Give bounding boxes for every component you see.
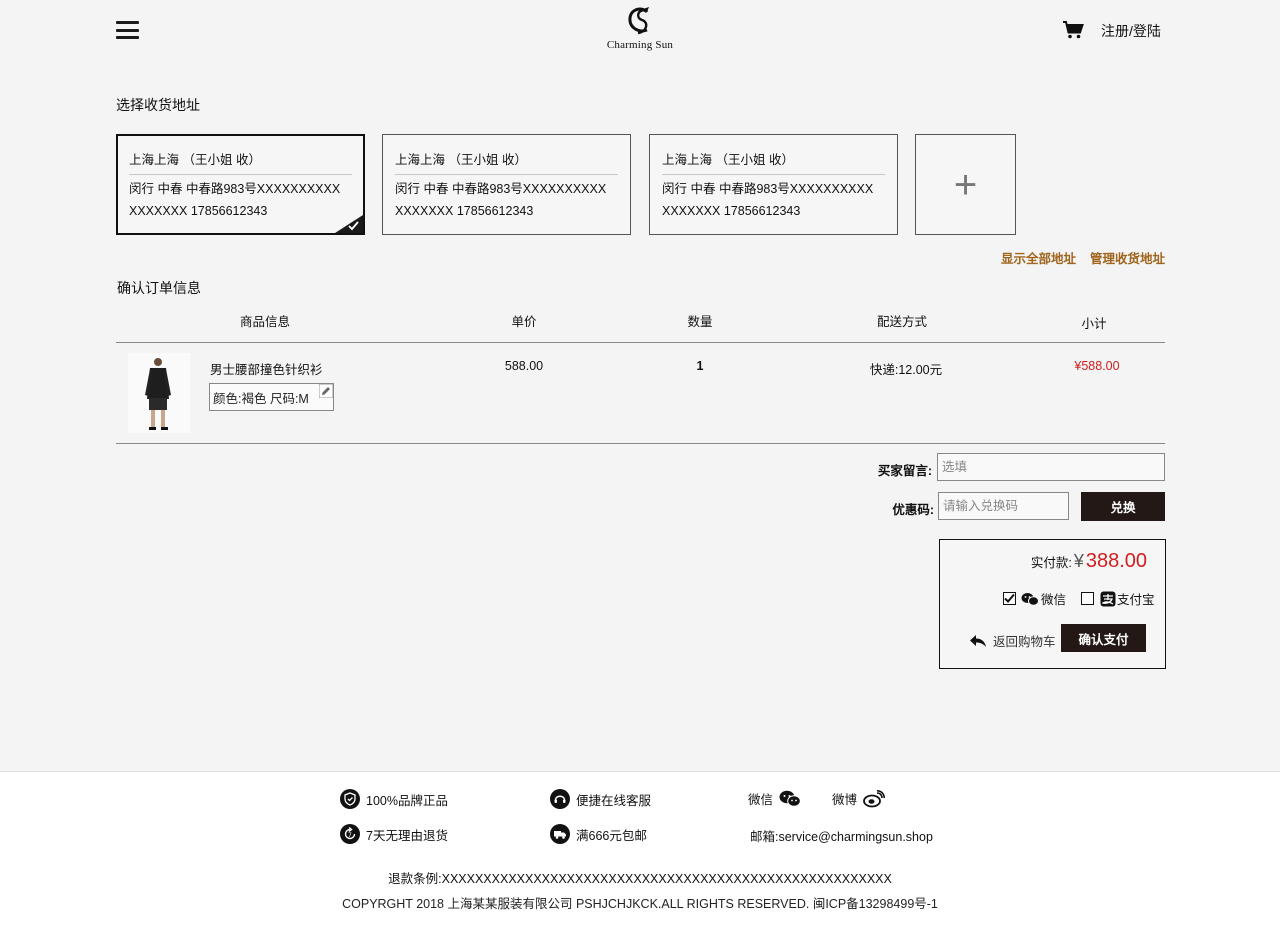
alipay-label[interactable]: 支付宝: [1117, 593, 1155, 607]
footer-service[interactable]: 便捷在线客服: [550, 789, 651, 809]
product-subtotal: ¥588.00: [1074, 359, 1120, 373]
address-recipient: 上海上海 （王小姐 收）: [395, 149, 618, 175]
address-recipient: 上海上海 （王小姐 收）: [662, 149, 885, 175]
shipping-method: 快递:12.00元: [869, 363, 943, 377]
column-header-quantity: 数量: [687, 315, 713, 329]
footer-wechat[interactable]: 微信: [748, 789, 801, 808]
address-line: XXXXXXX 17856612343: [129, 204, 268, 218]
svg-text:7: 7: [348, 832, 352, 839]
add-address-button[interactable]: +: [915, 134, 1016, 235]
footer-email-label: 邮箱:service@charmingsun.shop: [750, 830, 933, 844]
cart-icon[interactable]: [1062, 20, 1084, 40]
footer-returns-label: 7天无理由退货: [366, 828, 448, 843]
headset-icon: [550, 789, 570, 809]
amount-label: 实付款:: [1030, 556, 1072, 570]
column-header-subtotal: 小计: [1081, 317, 1107, 331]
plus-icon: +: [953, 162, 978, 207]
logo-text: Charming Sun: [606, 39, 674, 51]
back-to-cart-label: 返回购物车: [993, 635, 1056, 649]
address-line: 闵行 中春 中春路983号XXXXXXXXXX: [395, 182, 607, 196]
address-line: 闵行 中春 中春路983号XXXXXXXXXX: [129, 182, 341, 196]
footer-weibo[interactable]: 微博: [832, 789, 886, 808]
footer-shipping-label: 满666元包邮: [576, 828, 647, 843]
alipay-icon: [1100, 591, 1116, 606]
alipay-checkbox[interactable]: [1081, 592, 1095, 605]
weibo-icon: [863, 789, 886, 807]
product-image[interactable]: [128, 353, 190, 433]
wechat-pay-checkbox[interactable]: [1003, 592, 1016, 605]
back-arrow-icon: [970, 634, 986, 647]
wechat-icon: [1021, 592, 1039, 606]
footer-genuine-label: 100%品牌正品: [366, 793, 448, 808]
product-name[interactable]: 男士腰部撞色针织衫: [210, 363, 323, 377]
manage-addresses-link[interactable]: 管理收货地址: [1090, 252, 1166, 266]
address-line: XXXXXXX 17856612343: [662, 204, 801, 218]
payment-summary: 实付款: ¥ 388.00 微信 支付宝 返回购物车 确认支付: [939, 539, 1166, 669]
redeem-button[interactable]: 兑换: [1081, 492, 1165, 521]
currency-symbol: ¥: [1073, 551, 1084, 571]
product-price: 588.00: [504, 359, 544, 373]
shield-icon: [340, 789, 360, 809]
product-spec: 颜色:褐色 尺码:M: [213, 392, 309, 406]
footer-wechat-label: 微信: [748, 793, 774, 807]
coupon-code-input[interactable]: [938, 492, 1069, 520]
total-amount: 388.00: [1085, 550, 1147, 572]
address-recipient: 上海上海 （王小姐 收）: [129, 149, 352, 175]
table-divider: [116, 443, 1165, 444]
confirm-payment-button[interactable]: 确认支付: [1061, 624, 1146, 652]
selected-check-icon: [335, 215, 363, 233]
table-divider: [116, 342, 1165, 343]
return-icon: 7: [340, 824, 360, 844]
logo-mark-icon: [628, 7, 649, 35]
logo[interactable]: Charming Sun: [596, 6, 684, 51]
address-card-3[interactable]: 上海上海 （王小姐 收） 闵行 中春 中春路983号XXXXXXXXXX XXX…: [649, 134, 898, 235]
address-card-1[interactable]: 上海上海 （王小姐 收） 闵行 中春 中春路983号XXXXXXXXXX XXX…: [116, 134, 365, 235]
copyright: COPYRGHT 2018 上海某某服装有限公司 PSHJCHJKCK.ALL …: [342, 897, 938, 911]
back-to-cart-link[interactable]: 返回购物车: [969, 631, 1056, 650]
footer-genuine: 100%品牌正品: [340, 789, 448, 809]
check-icon: [1003, 593, 1015, 603]
wechat-icon: [779, 790, 801, 807]
column-header-price: 单价: [511, 315, 537, 329]
address-section-title: 选择收货地址: [116, 97, 200, 113]
footer-email[interactable]: 邮箱:service@charmingsun.shop: [750, 826, 933, 845]
product-spec-selector[interactable]: 颜色:褐色 尺码:M: [209, 383, 334, 411]
footer-returns: 7 7天无理由退货: [340, 824, 448, 844]
footer-weibo-label: 微博: [832, 793, 858, 807]
menu-icon[interactable]: [116, 21, 139, 39]
column-header-shipping: 配送方式: [876, 315, 927, 329]
login-register-link[interactable]: 注册/登陆: [1101, 23, 1161, 39]
address-card-2[interactable]: 上海上海 （王小姐 收） 闵行 中春 中春路983号XXXXXXXXXX XXX…: [382, 134, 631, 235]
footer: 100%品牌正品 便捷在线客服 微信 微博: [0, 771, 1280, 928]
buyer-message-input[interactable]: [937, 453, 1165, 481]
truck-icon: [550, 824, 570, 844]
coupon-label: 优惠码:: [892, 503, 934, 517]
address-line: XXXXXXX 17856612343: [395, 204, 534, 218]
show-all-addresses-link[interactable]: 显示全部地址: [1001, 252, 1077, 266]
column-header-product: 商品信息: [239, 315, 290, 329]
buyer-message-label: 买家留言:: [877, 464, 932, 478]
address-line: 闵行 中春 中春路983号XXXXXXXXXX: [662, 182, 874, 196]
refund-terms: 退款条例:XXXXXXXXXXXXXXXXXXXXXXXXXXXXXXXXXXX…: [388, 872, 892, 886]
edit-icon[interactable]: [319, 384, 333, 398]
footer-service-label: 便捷在线客服: [576, 793, 652, 808]
footer-shipping: 满666元包邮: [550, 824, 647, 844]
product-quantity: 1: [696, 359, 704, 373]
wechat-pay-label[interactable]: 微信: [1041, 593, 1067, 607]
order-section-title: 确认订单信息: [117, 280, 201, 296]
